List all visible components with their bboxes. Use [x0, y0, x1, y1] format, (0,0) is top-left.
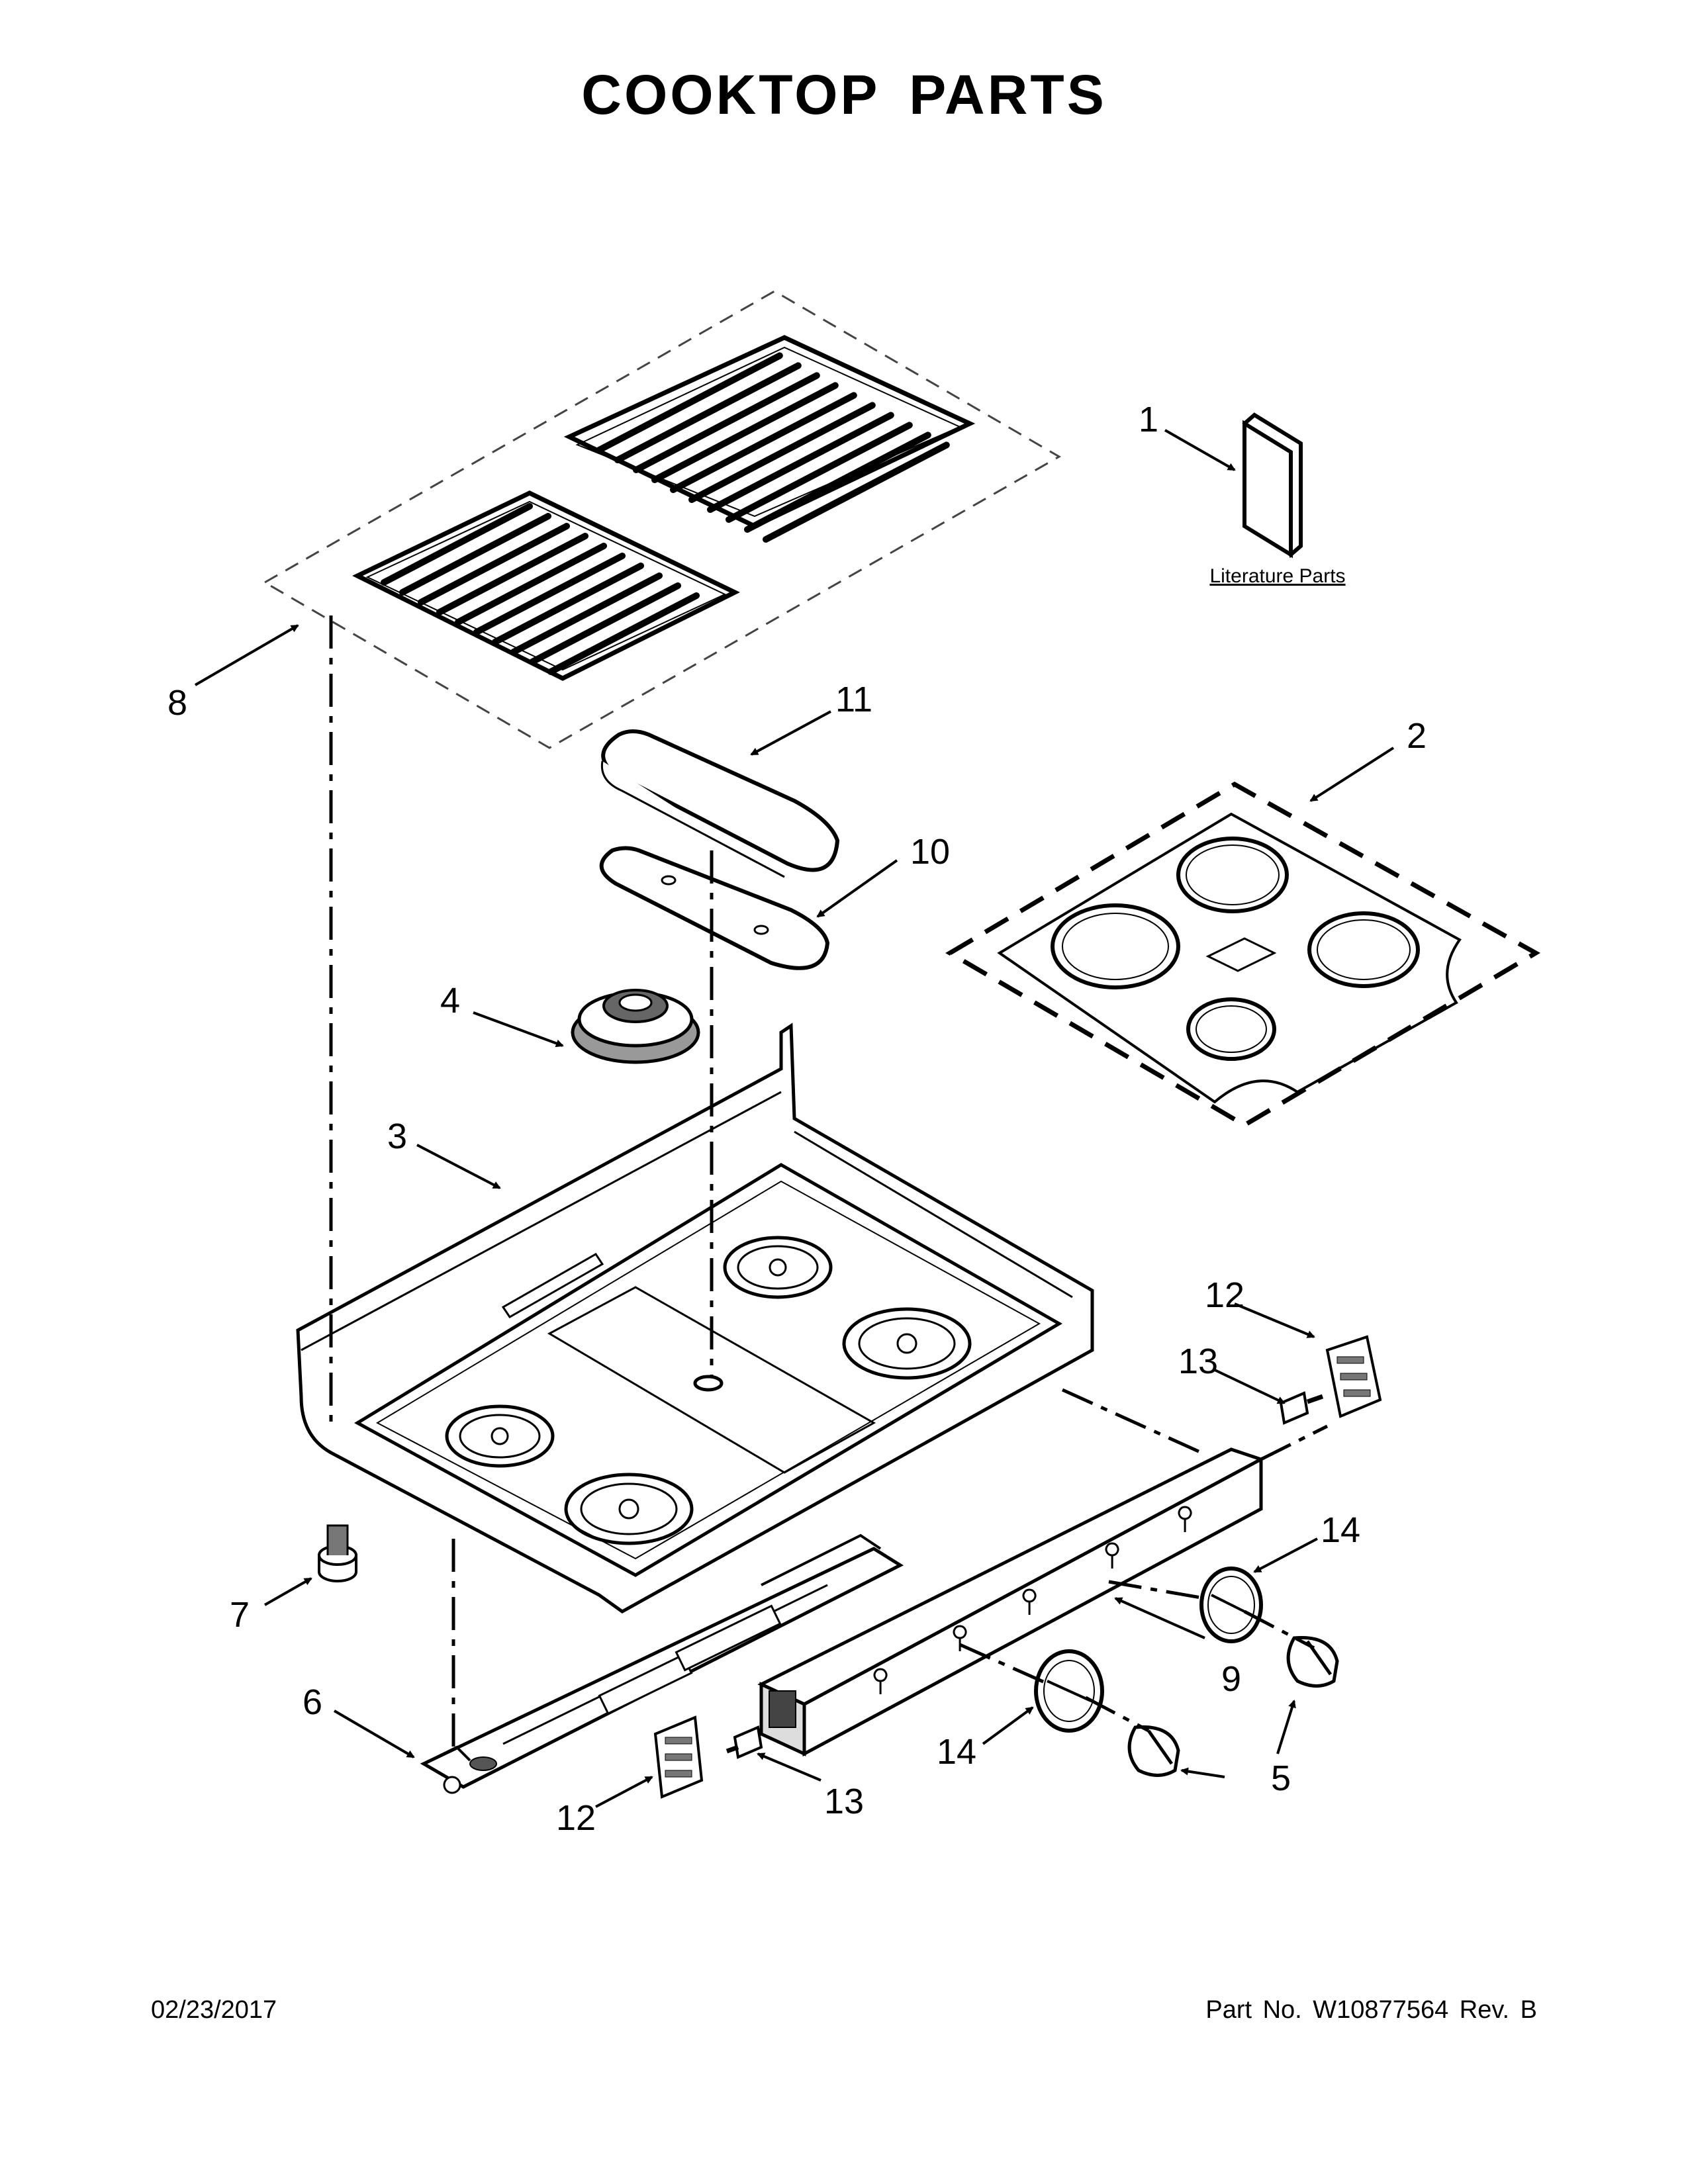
burner-plate-part-10: [599, 846, 830, 970]
knob-part-5-right: [1286, 1635, 1339, 1688]
literature-parts-label: Literature Parts: [1209, 565, 1345, 587]
grate-bar: [529, 582, 681, 665]
screw-part-13-right: [1279, 1391, 1324, 1425]
burner-base-part-4: [571, 989, 700, 1064]
screw-part-13-left: [726, 1725, 763, 1759]
element-top: [1176, 837, 1289, 913]
grate-bar: [614, 362, 802, 463]
element-bottom: [1186, 997, 1276, 1061]
callout-13-left: 13: [824, 1782, 864, 1821]
grate-bar: [707, 412, 894, 513]
callout-14-left: 14: [937, 1732, 976, 1772]
callout-12-right: 12: [1205, 1275, 1244, 1315]
callout-4: 4: [440, 981, 460, 1021]
grate-bar: [381, 503, 533, 586]
alignment-lines: [329, 615, 1329, 1751]
element-right: [1307, 911, 1420, 988]
grate-bar: [436, 533, 588, 615]
grate-bar: [547, 592, 700, 675]
clip-part-12-left: [653, 1715, 704, 1799]
burner-cover-part-11: [600, 729, 840, 878]
footer-part-number: Part No. W10877564 Rev. B: [1205, 1996, 1537, 2024]
callout-9: 9: [1221, 1659, 1241, 1699]
callout-5: 5: [1271, 1758, 1291, 1798]
grate-bar: [670, 392, 857, 493]
bracket-part-6: [420, 1533, 904, 1794]
cooktop-glass-part-2: [945, 781, 1541, 1128]
manifold-panel-part-9: [757, 1447, 1266, 1757]
literature-part-1: Literature Parts: [1209, 412, 1346, 587]
leader-arrows: [194, 429, 1395, 1808]
callout-7: 7: [230, 1595, 250, 1635]
grate-bar: [473, 553, 626, 635]
grate-outline-dashed: [262, 290, 1062, 749]
element-left: [1051, 903, 1180, 989]
callout-13-right: 13: [1178, 1342, 1218, 1381]
callout-14-right: 14: [1321, 1510, 1360, 1550]
callout-3: 3: [387, 1116, 407, 1156]
callout-11: 11: [835, 680, 872, 719]
bezel-part-14-left: [1034, 1649, 1104, 1733]
callout-1: 1: [1139, 400, 1158, 439]
callout-10: 10: [910, 832, 950, 872]
callout-12-left: 12: [556, 1798, 596, 1838]
post-part-7: [318, 1524, 357, 1582]
callout-8: 8: [167, 683, 187, 723]
keyhole-slots: [873, 1506, 1192, 1694]
footer-date: 02/23/2017: [151, 1996, 277, 2024]
main-top-part-3: [296, 1023, 1094, 1614]
grate-bar: [418, 523, 570, 606]
grate-bar: [399, 513, 551, 596]
bezel-part-14-right: [1199, 1567, 1263, 1643]
burner-openings: [445, 1236, 972, 1545]
grates-part-8: [262, 290, 1062, 749]
grate-bar: [763, 441, 950, 543]
callout-6: 6: [303, 1682, 322, 1722]
grate-bar: [455, 543, 607, 625]
grate-bar: [510, 572, 663, 655]
page-title: COOKTOP PARTS: [581, 64, 1107, 126]
grate-bar: [688, 402, 876, 503]
callout-2: 2: [1407, 716, 1427, 756]
grate-bar: [596, 352, 783, 453]
knob-part-5-left: [1127, 1725, 1180, 1777]
grate-bar: [633, 372, 820, 473]
clip-part-12-right: [1325, 1335, 1382, 1418]
grate-bar: [651, 382, 839, 483]
grate-bar: [492, 563, 644, 645]
main-top-inner-well: [354, 1163, 1062, 1577]
grate-bar: [744, 432, 931, 533]
grate-bar: [726, 422, 913, 523]
